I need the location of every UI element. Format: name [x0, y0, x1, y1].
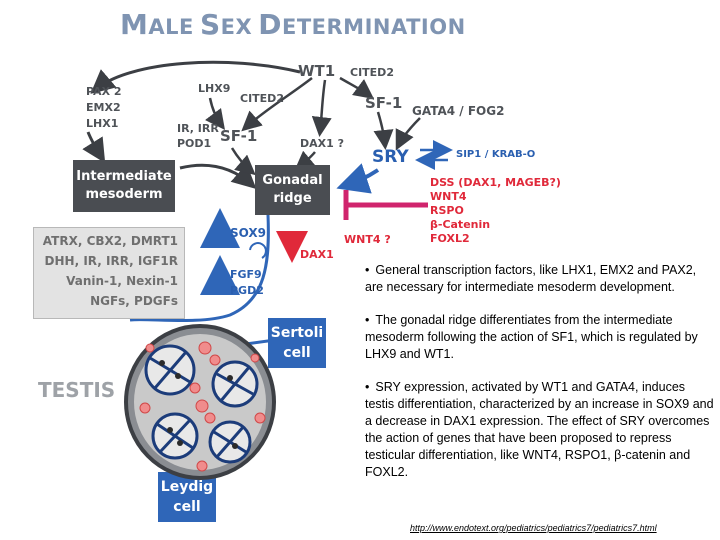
gene-list-item: NGFs, PDGFs: [90, 294, 178, 308]
gene-list-item: ATRX, CBX2, DMRT1: [42, 234, 178, 248]
fgf9-label: FGF9: [230, 268, 262, 281]
explanation-bullets: •General transcription factors, like LHX…: [365, 262, 717, 497]
testis-illustration: [124, 324, 276, 480]
intermediate-mesoderm-box: Intermediate mesoderm: [73, 160, 175, 212]
gata4-label: GATA4 / FOG2: [412, 104, 505, 118]
gene-list-item: DHH, IR, IRR, IGF1R: [44, 254, 178, 268]
repressor-item: FOXL2: [430, 232, 470, 245]
bullet-item: •SRY expression, activated by WT1 and GA…: [365, 380, 714, 479]
bullet-dot: •: [365, 263, 370, 277]
pod1-label: POD1: [177, 137, 212, 150]
sox9-label: SOX9: [230, 226, 267, 240]
dax1-label: DAX1: [300, 248, 334, 261]
source-link[interactable]: http://www.endotext.org/pediatrics/pedia…: [410, 523, 657, 533]
ir-irr-label: IR, IRR: [177, 122, 219, 135]
leydig-cell-box: Leydig cell: [158, 472, 216, 522]
cited2-left-label: CITED2: [240, 92, 284, 105]
lhx9-label: LHX9: [198, 82, 231, 95]
pax2-list: PAX 2 EMX2 LHX1: [86, 84, 122, 132]
repressor-list: DSS (DAX1, MAGEB?) WNT4 RSPO β-Catenin F…: [430, 176, 561, 246]
sip1-label: SIP1 / KRAB-O: [456, 149, 536, 160]
sf1-right-label: SF-1: [365, 94, 403, 112]
repressor-item: WNT4: [430, 190, 467, 203]
bullet-dot: •: [365, 380, 370, 394]
bullet-item: •The gonadal ridge differentiates from t…: [365, 313, 698, 361]
lhx1-item: LHX1: [86, 117, 119, 130]
gonadal-ridge-box: Gonadal ridge: [255, 165, 330, 215]
wt1-label: WT1: [298, 62, 336, 80]
repressor-item: DSS (DAX1, MAGEB?): [430, 176, 561, 189]
gene-list-item: Vanin-1, Nexin-1: [66, 274, 178, 288]
sf1-left-label: SF-1: [220, 127, 258, 145]
testis-label: TESTIS: [38, 378, 116, 402]
sry-label: SRY: [372, 147, 409, 167]
repressor-item: RSPO: [430, 204, 464, 217]
pgd2-label: PGD2: [230, 284, 264, 297]
bullet-dot: •: [365, 313, 370, 327]
pax2-item: PAX 2: [86, 85, 122, 98]
repressor-item: β-Catenin: [430, 218, 491, 231]
gene-list-box: ATRX, CBX2, DMRT1 DHH, IR, IRR, IGF1R Va…: [33, 227, 185, 319]
wnt4-question-label: WNT4 ?: [344, 233, 391, 246]
sertoli-cell-box: Sertoli cell: [268, 318, 326, 368]
dax1-question-label: DAX1 ?: [300, 137, 344, 150]
emx2-item: EMX2: [86, 101, 121, 114]
bullet-item: •General transcription factors, like LHX…: [365, 263, 697, 294]
cited2-top-label: CITED2: [350, 66, 394, 79]
page-title: MALE SEX DETERMINATION: [120, 8, 466, 41]
